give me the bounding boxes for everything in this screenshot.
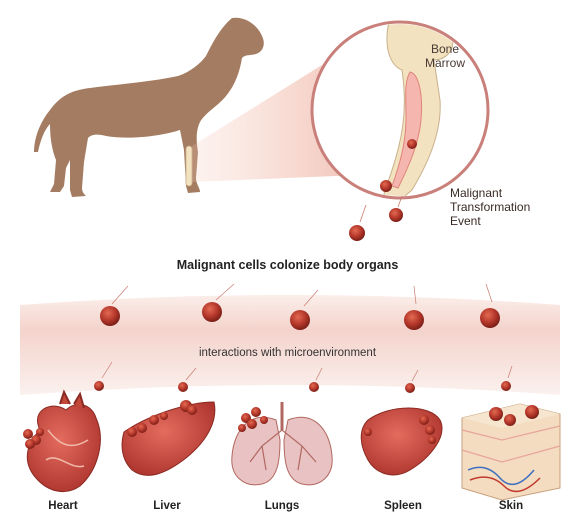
lungs-organ — [232, 402, 332, 485]
colonize-heading: Malignant cells colonize body organs — [0, 258, 575, 272]
skin-organ — [462, 404, 560, 500]
organ-label-heart: Heart — [28, 500, 98, 512]
spleen-organ — [361, 408, 442, 475]
organ-label-liver: Liver — [132, 500, 202, 512]
bone-marrow-label: Bone Marrow — [415, 42, 475, 70]
transformation-event-label: Malignant Transformation Event — [450, 186, 530, 228]
transformation-cell — [380, 180, 392, 192]
marrow-cell — [407, 139, 417, 149]
liver-organ — [122, 400, 215, 475]
organ-label-lungs: Lungs — [247, 500, 317, 512]
organ-label-spleen: Spleen — [368, 500, 438, 512]
tissue-band — [20, 295, 560, 395]
leg-bone — [186, 146, 192, 186]
organ-label-skin: Skin — [476, 500, 546, 512]
heart-organ — [23, 392, 100, 492]
released-cells — [349, 196, 403, 241]
microenvironment-label: interactions with microenvironment — [0, 347, 575, 359]
